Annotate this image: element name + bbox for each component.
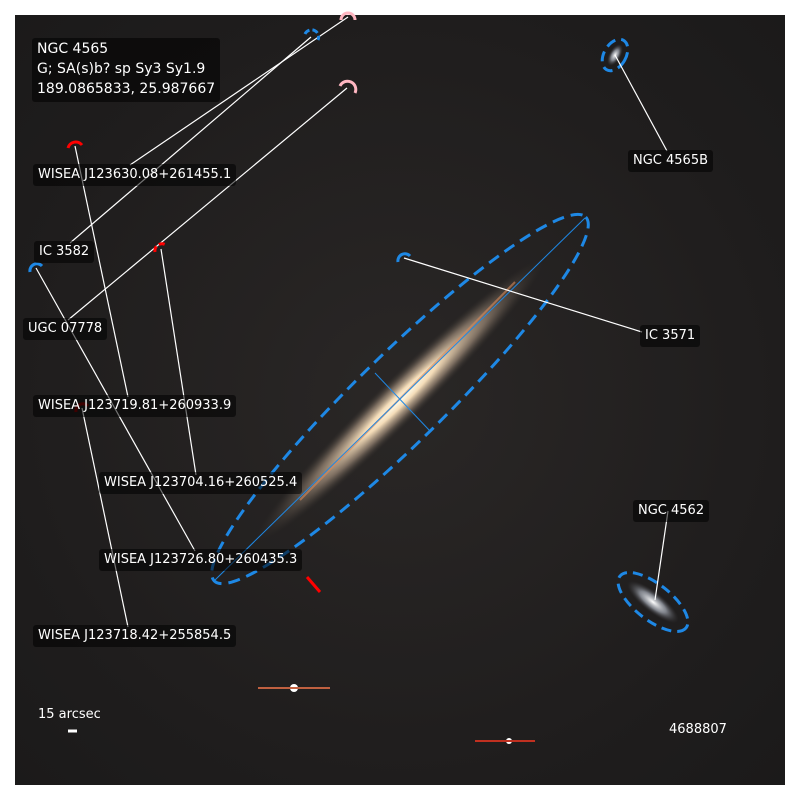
label-wisea-123726[interactable]: WISEA J123726.80+260435.3 — [99, 549, 303, 571]
label-wisea-123718[interactable]: WISEA J123718.42+255854.5 — [33, 625, 237, 647]
label-wisea-123630[interactable]: WISEA J123630.08+261455.1 — [33, 164, 237, 186]
scale-bar-label: 15 arcsec — [38, 707, 101, 722]
target-name: NGC 4565 — [37, 41, 109, 57]
label-ngc-4565b[interactable]: NGC 4565B — [628, 150, 714, 172]
target-ellipse — [210, 212, 590, 586]
label-ic-3571[interactable]: IC 3571 — [640, 325, 701, 347]
target-type: G; SA(s)b? sp Sy3 Sy1.9 — [37, 61, 206, 77]
image-id: 4688807 — [669, 722, 727, 737]
label-wisea-123719[interactable]: WISEA J123719.81+260933.9 — [33, 395, 237, 417]
ngc4562-ellipse — [616, 571, 690, 633]
target-coords: 189.0865833, 25.987667 — [37, 81, 216, 97]
target-info-box: NGC 4565 G; SA(s)b? sp Sy3 Sy1.9 189.086… — [32, 38, 221, 102]
label-ic-3582[interactable]: IC 3582 — [34, 241, 95, 263]
label-ugc-07778[interactable]: UGC 07778 — [23, 318, 108, 340]
label-wisea-123704[interactable]: WISEA J123704.16+260525.4 — [99, 472, 303, 494]
ngc4565b-ellipse — [600, 37, 630, 73]
minor-axis — [374, 372, 431, 432]
galaxy-ngc4562 — [627, 580, 679, 624]
leader-lines — [35, 16, 669, 628]
label-ngc-4562[interactable]: NGC 4562 — [633, 500, 710, 522]
